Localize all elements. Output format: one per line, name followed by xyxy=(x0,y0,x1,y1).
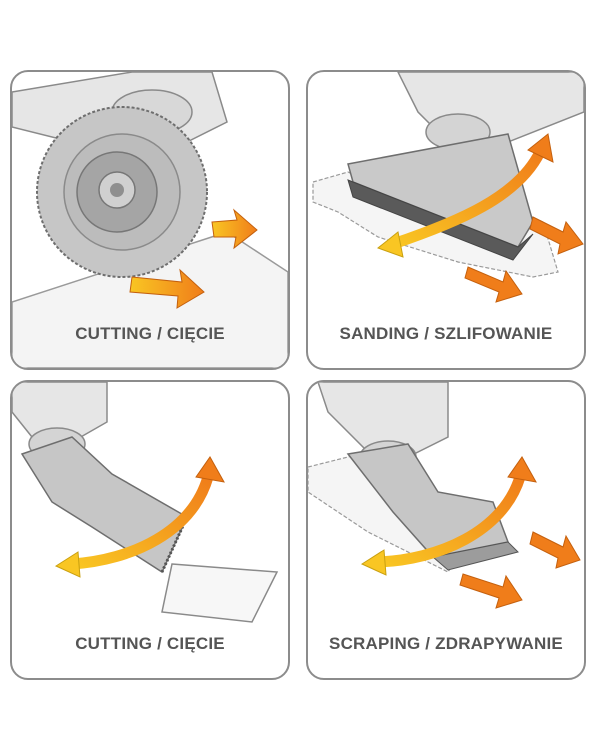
arrow-oscillation xyxy=(377,475,526,568)
cutting-plunge-illustration xyxy=(12,382,279,623)
scraping-illustration xyxy=(308,382,581,609)
arrow-direction-1 xyxy=(529,531,581,569)
caption-scraping: SCRAPING / ZDRAPYWANIE xyxy=(329,634,563,653)
panel-scraping: SCRAPING / ZDRAPYWANIE xyxy=(306,380,586,680)
circular-blade xyxy=(36,106,208,278)
sanding-illustration xyxy=(312,72,584,303)
panel-sanding: SANDING / SZLIFOWANIE xyxy=(306,70,586,370)
scraper-blade xyxy=(346,443,510,558)
cutting-circular-illustration xyxy=(12,72,288,368)
arrow-head-left xyxy=(376,231,404,258)
scraper-edge xyxy=(431,541,519,571)
arrow-direction-1 xyxy=(211,208,258,250)
caption-sanding: SANDING / SZLIFOWANIE xyxy=(339,324,553,343)
arrow-direction-2 xyxy=(464,266,523,303)
plunge-blade xyxy=(20,436,188,574)
panel-cutting-plunge: CUTTING / CIĘCIE xyxy=(10,380,290,680)
arrow-head-left xyxy=(54,551,81,578)
caption-cutting-circular: CUTTING / CIĘCIE xyxy=(75,324,225,343)
workpiece xyxy=(12,231,288,368)
arrow-direction-2 xyxy=(459,573,523,609)
cut-slot xyxy=(161,563,279,623)
arrow-direction-1 xyxy=(529,216,584,255)
caption-cutting-plunge: CUTTING / CIĘCIE xyxy=(75,634,225,653)
arrow-head-top xyxy=(527,133,554,163)
arrow-head-left xyxy=(360,549,387,576)
arrow-head-top xyxy=(507,456,537,483)
arrow-direction-2 xyxy=(129,268,205,309)
sanding-sheet xyxy=(347,179,534,261)
arrow-oscillation xyxy=(71,475,214,570)
arrow-oscillation xyxy=(391,149,545,250)
panel-cutting-circular: CUTTING / CIĘCIE xyxy=(10,70,290,370)
arrow-head-top xyxy=(195,456,225,483)
sanding-pad xyxy=(347,133,534,248)
